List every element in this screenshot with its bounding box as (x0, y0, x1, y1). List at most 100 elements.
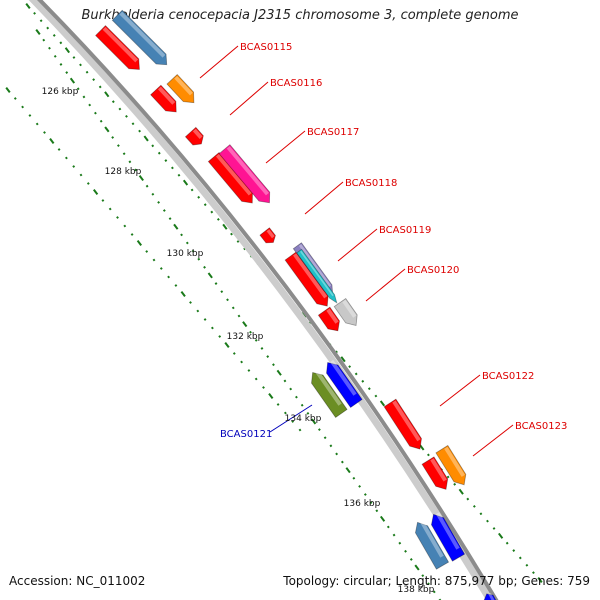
outer-tick (33, 11, 36, 15)
inner-tick (317, 428, 321, 431)
inner-tick (42, 38, 46, 42)
inner-tick (404, 549, 407, 553)
gene-red (150, 84, 177, 113)
outer-tick (374, 394, 378, 398)
inner-tick (88, 103, 92, 107)
inner-tick (5, 86, 11, 94)
gene-labels: BCAS0115BCAS0116BCAS0117BCAS0118BCAS0119… (220, 42, 567, 440)
inner-tick (300, 403, 304, 407)
label-leader-line (265, 130, 306, 164)
inner-tick (311, 418, 317, 425)
inner-tick (260, 347, 264, 350)
backbone-shadow (28, 0, 495, 600)
inner-tick (82, 95, 86, 99)
outer-tick (98, 85, 102, 89)
inner-tick (283, 411, 287, 415)
outer-tick (492, 527, 496, 530)
inner-tick (335, 452, 339, 456)
outer-tick (118, 107, 122, 111)
inner-tick (220, 290, 224, 294)
inner-tick (352, 476, 356, 480)
outer-tick (222, 223, 228, 230)
outer-tick (458, 488, 464, 495)
inner-tick (145, 184, 149, 188)
inner-tick (392, 533, 396, 537)
gene-label: BCAS0119 (379, 225, 431, 236)
outer-tick (210, 210, 214, 214)
inner-tick (409, 558, 413, 561)
inner-tick (72, 165, 76, 168)
inner-tick (122, 152, 126, 156)
gene-blue (431, 512, 466, 562)
label-leader-line (337, 228, 378, 262)
outer-tick (25, 3, 31, 9)
outer-tick (111, 100, 115, 104)
inner-tick (254, 377, 258, 381)
gene-red (421, 456, 449, 490)
inner-tick (65, 71, 69, 74)
inner-tick (345, 467, 351, 474)
inner-tick (369, 501, 373, 505)
outer-tick (203, 203, 207, 207)
inner-tick (104, 126, 110, 133)
inner-tick (306, 411, 310, 415)
inner-tick (128, 160, 132, 164)
inner-tick (180, 233, 183, 237)
gene-red (184, 126, 204, 146)
gene-label: BCAS0116 (270, 78, 322, 89)
outer-tick (39, 19, 43, 23)
inner-tick (211, 326, 214, 330)
inner-tick (180, 291, 186, 297)
scale-label: 130 kbp (167, 249, 204, 259)
scale-label: 128 kbp (105, 167, 142, 177)
outer-tick (236, 240, 240, 243)
gene-red (383, 398, 422, 450)
inner-tick (386, 525, 390, 529)
gene-blue (326, 359, 363, 409)
inner-tick (340, 460, 344, 464)
inner-tick (224, 342, 230, 348)
inner-tick (76, 87, 80, 91)
inner-tick (101, 199, 105, 202)
outer-tick (216, 218, 220, 221)
scale-label: 136 kbp (344, 499, 381, 509)
scale-label: 126 kbp (42, 87, 79, 97)
label-leader-line (269, 404, 313, 433)
inner-tick (35, 29, 41, 36)
outer-tick (453, 482, 457, 486)
outer-tick (230, 232, 233, 236)
outer-tick (354, 372, 358, 376)
inner-tick (152, 258, 156, 262)
inner-tick (427, 582, 430, 586)
outer-tick (92, 78, 96, 81)
outer-tick (131, 122, 135, 126)
accession-text: Accession: NC_011002 (9, 574, 146, 588)
outer-tick (512, 549, 516, 552)
inner-tick (295, 395, 298, 399)
outer-tick (340, 356, 346, 363)
inner-tick (226, 298, 229, 302)
outer-tick (537, 576, 543, 584)
outer-tick (479, 512, 483, 516)
gene-cyan (296, 248, 338, 304)
inner-tick (237, 314, 241, 318)
map-title: Burkholderia cenocepacia J2315 chromosom… (81, 8, 519, 23)
inner-tick (134, 168, 138, 172)
outer-tick (151, 144, 155, 148)
inner-tick (421, 574, 425, 578)
inner-tick (242, 321, 248, 328)
outer-tick (532, 571, 535, 575)
inner-tick (157, 201, 160, 204)
gene-label: BCAS0117 (307, 127, 359, 138)
outer-tick (190, 188, 194, 192)
gene-features (95, 9, 499, 600)
gene-steel (415, 520, 450, 570)
inner-tick (249, 330, 252, 334)
outer-tick (72, 56, 76, 59)
inner-tick (218, 335, 222, 338)
inner-tick (291, 420, 295, 423)
inner-tick (108, 207, 112, 211)
inner-tick (323, 436, 327, 440)
inner-tick (13, 97, 17, 100)
